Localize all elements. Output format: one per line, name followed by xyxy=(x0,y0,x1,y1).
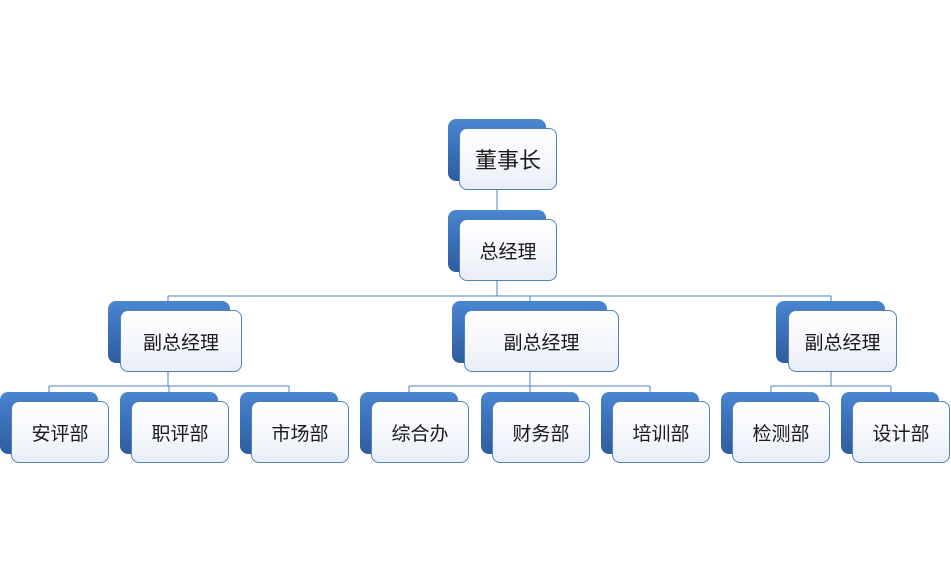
node-dept-caiwu-front: 财务部 xyxy=(492,401,590,463)
node-dept-peixun-front: 培训部 xyxy=(612,401,710,463)
node-dept-zonghe: 综合办 xyxy=(360,392,470,464)
node-dept-shichang-label: 市场部 xyxy=(271,422,329,445)
node-dept-caiwu: 财务部 xyxy=(481,392,591,464)
node-chairman: 董事长 xyxy=(448,119,558,191)
node-dept-peixun: 培训部 xyxy=(601,392,711,464)
node-dept-peixun-label: 培训部 xyxy=(632,422,690,445)
node-deputy-3-front: 副总经理 xyxy=(788,310,897,372)
node-dept-zhiping-label: 职评部 xyxy=(151,422,209,445)
node-dept-shichang-front: 市场部 xyxy=(251,401,349,463)
node-dept-sheji-front: 设计部 xyxy=(852,401,950,463)
node-dept-zonghe-front: 综合办 xyxy=(371,401,469,463)
node-dept-sheji: 设计部 xyxy=(841,392,951,464)
node-dept-zonghe-label: 综合办 xyxy=(391,422,449,445)
node-chairman-label: 董事长 xyxy=(474,149,541,174)
node-deputy-2: 副总经理 xyxy=(452,301,619,373)
node-deputy-3-label: 副总经理 xyxy=(804,331,881,354)
node-chairman-front: 董事长 xyxy=(459,128,557,190)
node-deputy-2-front: 副总经理 xyxy=(464,310,619,372)
node-dept-zhiping-front: 职评部 xyxy=(131,401,229,463)
node-dept-sheji-label: 设计部 xyxy=(872,422,930,445)
node-dept-anping-front: 安评部 xyxy=(11,401,109,463)
node-dept-zhiping: 职评部 xyxy=(120,392,230,464)
node-deputy-2-label: 副总经理 xyxy=(503,331,580,354)
node-dept-jiance-label: 检测部 xyxy=(752,422,810,445)
node-dept-anping-label: 安评部 xyxy=(31,422,89,445)
node-deputy-1-label: 副总经理 xyxy=(142,331,219,354)
node-dept-shichang: 市场部 xyxy=(240,392,350,464)
node-deputy-3: 副总经理 xyxy=(776,301,897,373)
node-dept-jiance: 检测部 xyxy=(721,392,831,464)
node-dept-anping: 安评部 xyxy=(0,392,110,464)
node-deputy-1: 副总经理 xyxy=(108,301,242,373)
node-dept-jiance-front: 检测部 xyxy=(732,401,830,463)
node-dept-caiwu-label: 财务部 xyxy=(512,422,570,445)
node-general-manager-label: 总经理 xyxy=(479,240,537,263)
node-general-manager-front: 总经理 xyxy=(459,219,557,281)
node-general-manager: 总经理 xyxy=(448,210,558,282)
node-deputy-1-front: 副总经理 xyxy=(120,310,242,372)
